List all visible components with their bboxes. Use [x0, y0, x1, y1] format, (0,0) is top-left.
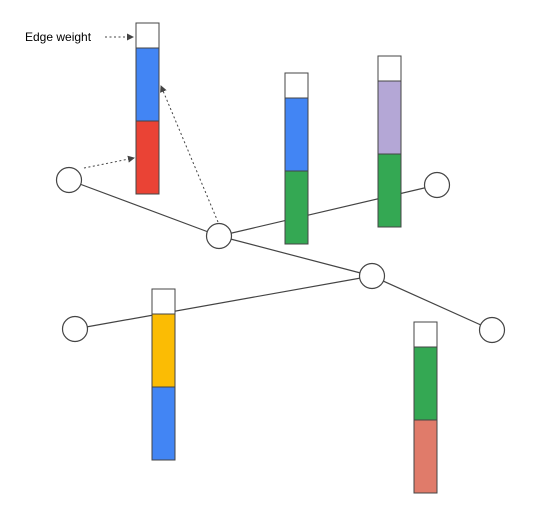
- feature-cell-blue: [135, 47, 160, 122]
- feature-cell-green: [284, 170, 309, 245]
- graph-edge-n2-n4: [218, 235, 373, 277]
- feature-cell-salmon: [413, 419, 438, 494]
- feature-column-col5: [413, 321, 438, 494]
- edge-weight-cell: [151, 288, 176, 315]
- node-to-column-arrow: [83, 155, 135, 169]
- graph-node-n1: [55, 166, 83, 194]
- feature-column-col2: [284, 72, 309, 245]
- feature-columns-layer: [135, 22, 438, 494]
- feature-cell-blue: [284, 97, 309, 172]
- edge-weight-cell: [413, 321, 438, 348]
- feature-column-col3: [377, 55, 402, 228]
- graph-node-n5: [61, 315, 89, 343]
- graph-edge-n2-n3: [218, 184, 438, 237]
- edges-layer: [68, 179, 493, 331]
- graph-node-n3: [423, 171, 451, 199]
- graph-edge-n1-n2: [68, 179, 220, 237]
- feature-column-col4: [151, 288, 176, 461]
- feature-cell-blue: [151, 386, 176, 461]
- nodes-layer: [55, 166, 506, 344]
- edge-weight-label: Edge weight: [25, 30, 92, 44]
- feature-cell-red: [135, 120, 160, 195]
- edge-weight-cell: [284, 72, 309, 99]
- graph-node-n6: [478, 316, 506, 344]
- graph-node-n2: [205, 222, 233, 250]
- feature-cell-yellow: [151, 313, 176, 388]
- feature-cell-green: [377, 153, 402, 228]
- edge-weight-cell: [377, 55, 402, 82]
- edge-weight-cell: [135, 22, 160, 49]
- feature-cell-lavender: [377, 80, 402, 155]
- feature-column-col1: [135, 22, 160, 195]
- graph-node-n4: [358, 262, 386, 290]
- node-to-edge-weight-arrow: [160, 85, 219, 223]
- graph-edge-n4-n6: [371, 275, 493, 331]
- graph-edge-n4-n5: [74, 275, 373, 330]
- annotation-layer: Edge weight: [25, 30, 219, 223]
- feature-cell-green: [413, 346, 438, 421]
